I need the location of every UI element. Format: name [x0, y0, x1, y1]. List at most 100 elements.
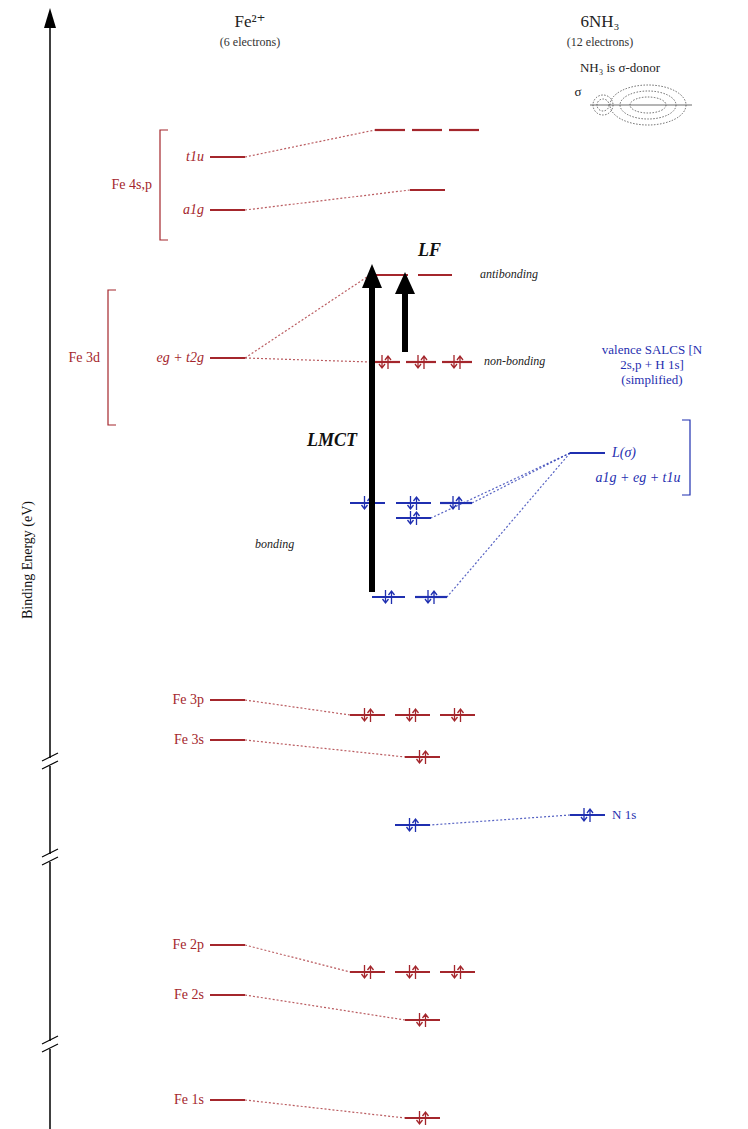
electron — [458, 966, 464, 979]
energy-level — [210, 1099, 245, 1101]
electron — [431, 591, 437, 604]
text-label: Fe 3d — [69, 350, 101, 366]
energy-level — [405, 1019, 440, 1021]
electron — [417, 1111, 423, 1124]
correlation-line — [430, 815, 570, 825]
energy-level — [210, 156, 245, 158]
text-label: (6 electrons) — [220, 36, 280, 50]
electron — [414, 497, 420, 510]
text-label: Fe 1s — [174, 1092, 204, 1108]
energy-level — [210, 739, 245, 741]
correlation-line — [245, 275, 370, 358]
correlation-line — [245, 1100, 405, 1118]
electron — [423, 751, 429, 764]
electron — [425, 590, 431, 603]
text-label: valence SALCS [N 2s,p + H 1s] (simplifie… — [596, 343, 708, 388]
text-label: Fe 3p — [173, 692, 205, 708]
energy-level — [405, 1117, 440, 1119]
text-label: a1g — [183, 202, 204, 218]
axis-break — [42, 761, 58, 769]
text-label: bonding — [255, 538, 294, 552]
text-label: L(σ) — [612, 445, 636, 461]
energy-level — [372, 596, 405, 598]
energy-level — [210, 209, 245, 211]
energy-level — [418, 274, 452, 276]
electron — [423, 1014, 429, 1027]
axis-break — [42, 1036, 58, 1044]
text-label: N 1s — [612, 808, 636, 823]
electron — [362, 708, 368, 721]
electron — [417, 1013, 423, 1026]
energy-level — [210, 944, 245, 946]
electron — [362, 496, 368, 509]
electron — [383, 590, 389, 603]
electron — [407, 818, 413, 831]
electron — [451, 355, 457, 368]
text-label: LMCT — [307, 430, 357, 451]
energy-level — [210, 357, 245, 359]
electron — [456, 497, 462, 510]
electron — [413, 966, 419, 979]
correlation-line — [245, 700, 350, 715]
electron — [458, 709, 464, 722]
electron — [417, 750, 423, 763]
electron — [413, 819, 419, 832]
text-label: a1g + eg + t1u — [596, 470, 681, 486]
text-label: NH₃ is σ-donor — [580, 61, 660, 76]
correlation-line — [245, 358, 370, 362]
energy-level — [410, 189, 445, 191]
energy-level — [350, 502, 385, 504]
energy-level — [350, 971, 385, 973]
energy-level — [395, 824, 430, 826]
text-label: LF — [418, 240, 441, 261]
axis-break — [42, 857, 58, 865]
text-label: σ — [574, 85, 581, 100]
energy-level — [442, 361, 472, 363]
electron — [450, 496, 456, 509]
energy-level — [415, 596, 447, 598]
correlation-line — [245, 995, 405, 1020]
axis-break — [42, 849, 58, 857]
correlation-line — [245, 740, 405, 757]
correlation-line — [431, 453, 570, 518]
energy-level — [570, 452, 605, 454]
energy-level — [570, 814, 605, 816]
energy-level — [396, 517, 431, 519]
electron — [368, 709, 374, 722]
correlation-line — [245, 130, 375, 157]
electron — [362, 965, 368, 978]
electron — [421, 356, 427, 369]
electron — [415, 355, 421, 368]
energy-level — [449, 129, 479, 131]
electron — [423, 1112, 429, 1125]
electron — [389, 591, 395, 604]
axis-break — [42, 753, 58, 761]
text-label: Fe 3s — [174, 732, 204, 748]
correlation-line — [245, 190, 410, 210]
energy-level — [395, 714, 430, 716]
electron — [368, 966, 374, 979]
electron — [581, 808, 587, 821]
energy-level — [375, 129, 405, 131]
energy-level — [396, 502, 431, 504]
text-label: eg + t2g — [156, 350, 204, 366]
electron — [413, 709, 419, 722]
electron — [587, 809, 593, 822]
energy-level — [406, 361, 436, 363]
energy-level — [350, 714, 385, 716]
electron — [452, 965, 458, 978]
electron — [379, 355, 385, 368]
energy-level — [405, 756, 440, 758]
electron — [414, 512, 420, 525]
energy-level — [395, 971, 430, 973]
energy-level — [440, 714, 475, 716]
axis-break — [42, 1044, 58, 1052]
text-label: Fe²⁺ — [234, 12, 265, 32]
correlation-line — [245, 945, 350, 972]
text-label: non-bonding — [484, 355, 545, 369]
electron — [408, 496, 414, 509]
energy-level — [440, 502, 472, 504]
text-label: Fe 4s,p — [112, 177, 152, 193]
